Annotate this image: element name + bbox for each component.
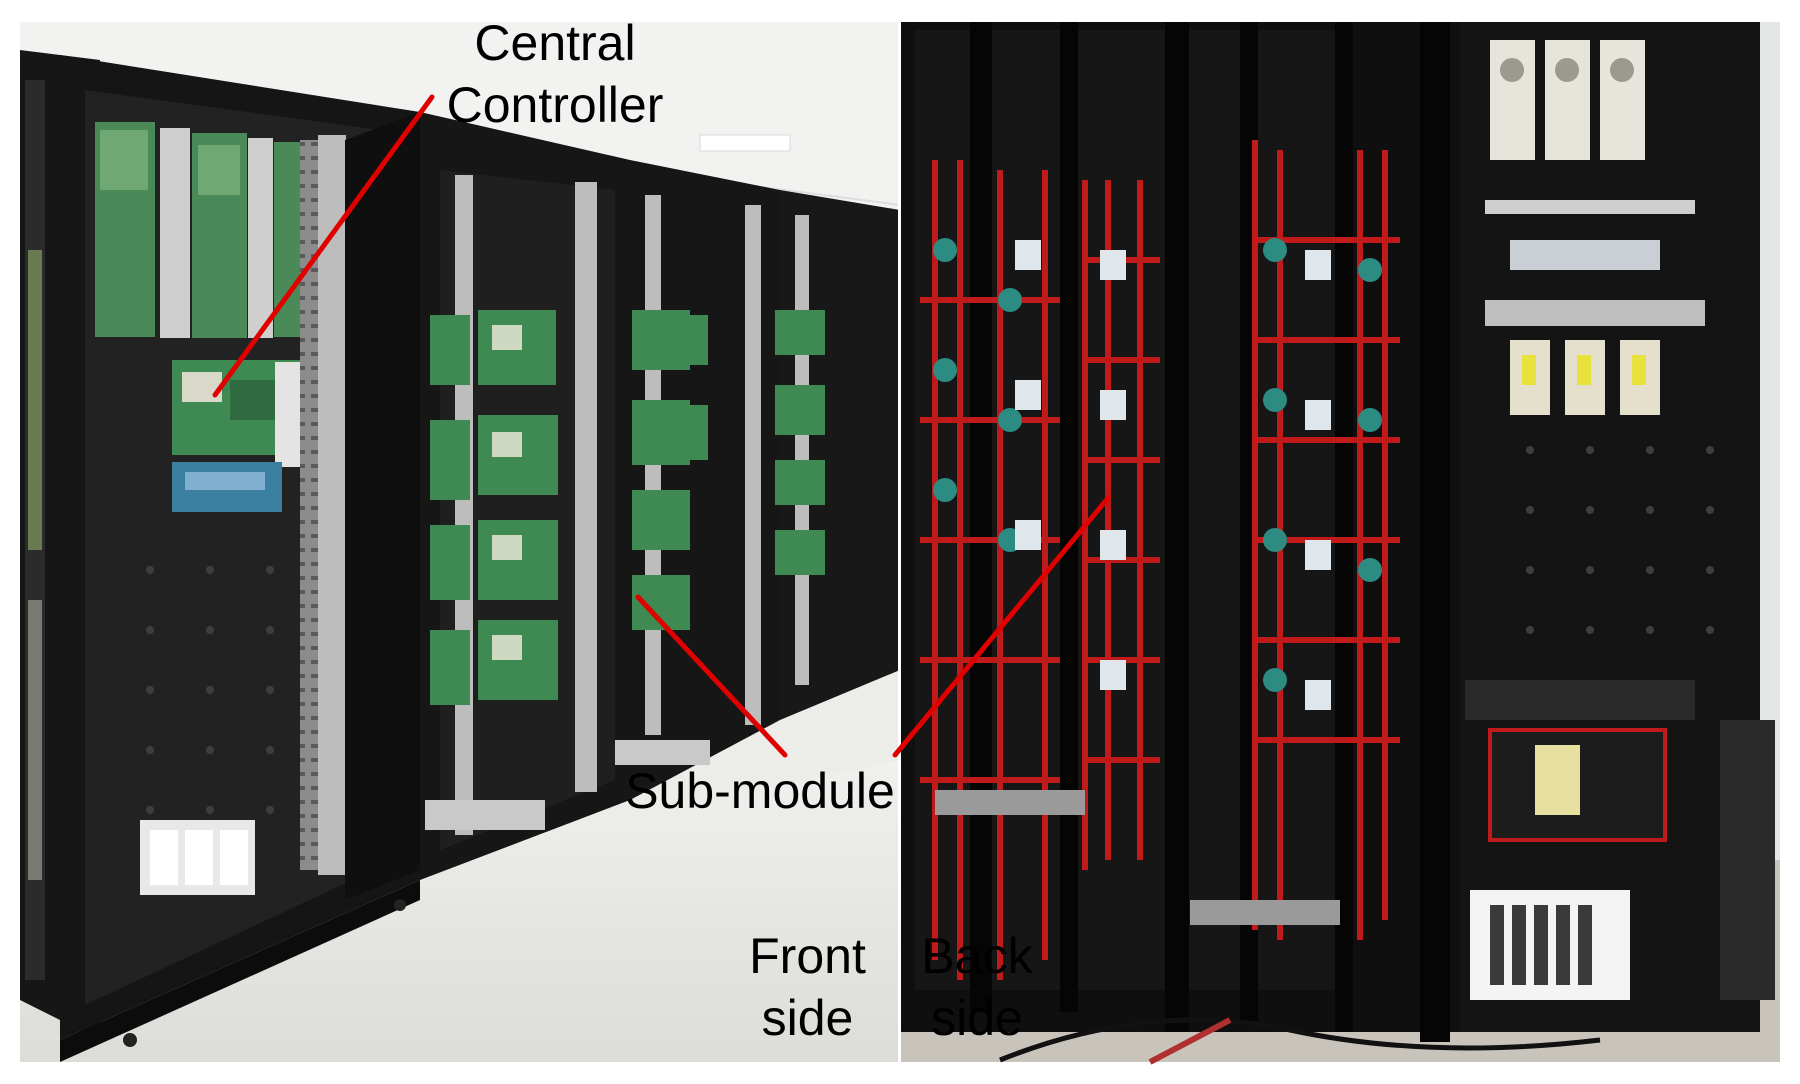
front-side-label-line1: Front: [749, 928, 866, 984]
sub-module-pointer-front: [635, 594, 788, 758]
sub-module-label-text: Sub-module: [625, 763, 895, 819]
central-controller-pointer: [212, 94, 435, 398]
front-side-photo: [19, 22, 901, 1062]
annotation-lines: [212, 94, 1111, 758]
front-side-label-line2: side: [761, 990, 854, 1046]
front-side-label: Front side: [740, 925, 875, 1049]
back-side-label: Back side: [912, 925, 1042, 1049]
back-side-label-line1: Back: [921, 928, 1033, 984]
central-controller-label: Central Controller: [430, 12, 680, 136]
central-controller-label-line2: Controller: [446, 77, 664, 133]
back-side-photo: [900, 22, 1780, 1065]
sub-module-pointer-back: [892, 495, 1111, 758]
central-controller-label-line1: Central: [474, 15, 636, 71]
sub-module-label: Sub-module: [612, 760, 908, 822]
back-side-label-line2: side: [931, 990, 1023, 1046]
